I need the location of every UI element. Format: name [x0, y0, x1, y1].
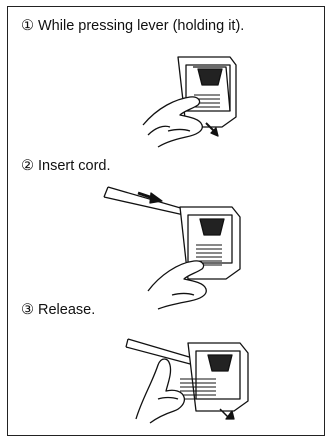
- lever-release-illustration: [8, 7, 326, 437]
